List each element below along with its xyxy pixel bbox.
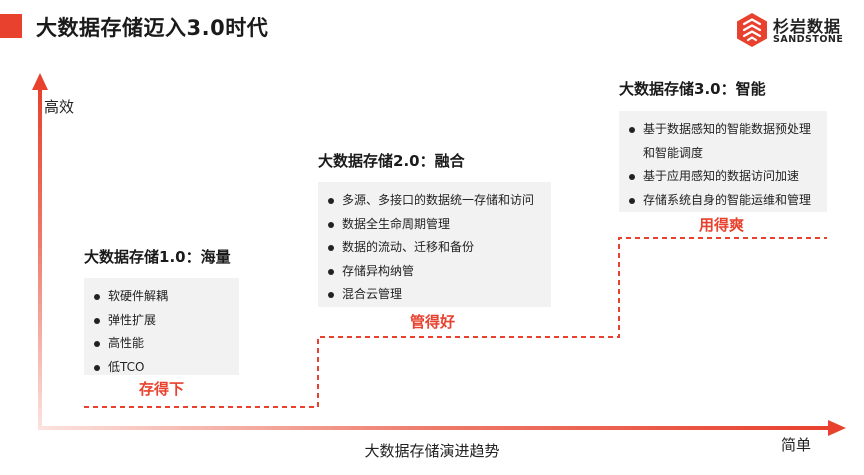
stage-1-tag: 存得下 bbox=[139, 380, 185, 398]
y-axis-line bbox=[38, 88, 42, 430]
x-axis-end-label: 简单 bbox=[781, 436, 812, 454]
bullet-icon bbox=[328, 268, 334, 275]
x-axis-title: 大数据存储演进趋势 bbox=[364, 442, 500, 460]
list-item: 低TCO bbox=[94, 356, 239, 380]
bullet-icon bbox=[94, 364, 100, 371]
list-item: 软硬件解耦 bbox=[94, 285, 239, 309]
list-item: 存储异构纳管 bbox=[328, 260, 551, 284]
bullet-icon bbox=[94, 317, 100, 324]
bullet-icon bbox=[629, 174, 635, 180]
stage-3-title: 大数据存储3.0：智能 bbox=[619, 80, 766, 98]
sandstone-logo-icon bbox=[737, 13, 767, 47]
logo-chinese-text: 杉岩数据 bbox=[773, 17, 842, 36]
x-axis-line bbox=[38, 426, 830, 430]
y-axis-arrow-icon bbox=[32, 73, 48, 90]
bullet-icon bbox=[328, 221, 334, 228]
bullet-icon bbox=[328, 245, 334, 251]
list-item: 数据的流动、迁移和备份 bbox=[328, 236, 551, 260]
x-axis-arrow-icon bbox=[828, 420, 846, 436]
list-item: 基于应用感知的数据访问加速 bbox=[629, 165, 827, 189]
bullet-icon bbox=[328, 292, 334, 298]
page-title: 大数据存储迈入3.0时代 bbox=[36, 16, 269, 40]
list-item-continuation: 和智能调度 bbox=[643, 145, 704, 160]
stage-2-tag: 管得好 bbox=[410, 313, 456, 331]
list-item: 高性能 bbox=[94, 332, 239, 356]
y-axis-label: 高效 bbox=[44, 98, 75, 116]
bullet-icon bbox=[94, 341, 100, 347]
bullet-icon bbox=[328, 198, 334, 204]
list-item: 混合云管理 bbox=[328, 283, 551, 307]
stage-1-title: 大数据存储1.0：海量 bbox=[84, 248, 231, 266]
stage-1-feature-list: 软硬件解耦 弹性扩展 高性能 低TCO bbox=[84, 278, 239, 375]
list-item: 基于数据感知的智能数据预处理 bbox=[629, 118, 827, 142]
stage-2-feature-list: 多源、多接口的数据统一存储和访问 数据全生命周期管理 数据的流动、迁移和备份 存… bbox=[318, 182, 551, 307]
list-item: 存储系统自身的智能运维和管理 bbox=[629, 189, 827, 213]
list-item: 弹性扩展 bbox=[94, 309, 239, 333]
stage-step-line bbox=[84, 237, 827, 408]
stage-2-title: 大数据存储2.0：融合 bbox=[318, 152, 465, 170]
stage-3-feature-list: 基于数据感知的智能数据预处理 和智能调度 基于应用感知的数据访问加速 存储系统自… bbox=[619, 111, 827, 212]
logo-english-text: SANDSTONE bbox=[773, 34, 844, 45]
title-accent-bar bbox=[0, 14, 22, 38]
list-item: 数据全生命周期管理 bbox=[328, 213, 551, 237]
sandstone-logo: 杉岩数据 SANDSTONE bbox=[735, 12, 855, 48]
stage-3-tag: 用得爽 bbox=[699, 216, 745, 234]
bullet-icon bbox=[94, 294, 100, 300]
bullet-icon bbox=[629, 197, 635, 204]
bullet-icon bbox=[629, 127, 635, 133]
list-item: 多源、多接口的数据统一存储和访问 bbox=[328, 189, 551, 213]
